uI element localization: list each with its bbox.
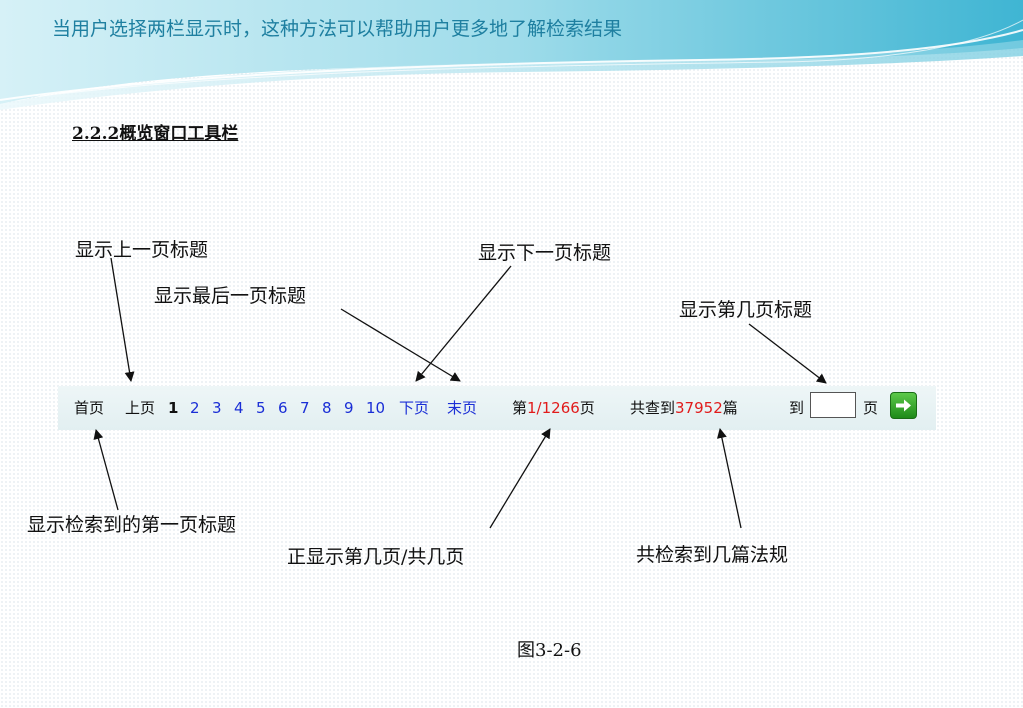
- found-suffix: 篇: [722, 399, 738, 417]
- last-page-link[interactable]: 末页: [447, 399, 478, 417]
- arrow-right-icon: [896, 399, 911, 412]
- page-current-total: 1/1266: [527, 399, 580, 417]
- goto-prefix: 到: [789, 399, 805, 417]
- next-page-link[interactable]: 下页: [399, 399, 430, 417]
- page-link-2[interactable]: 2: [190, 399, 200, 417]
- goto-suffix: 页: [863, 399, 879, 417]
- go-button[interactable]: [890, 392, 917, 419]
- goto-page-input[interactable]: [810, 392, 856, 418]
- overview-toolbar: 首页 上页 1 2 3 4 5 6 7 8 9 10 下页 末页 第1/1266…: [58, 386, 936, 430]
- page-link-4[interactable]: 4: [234, 399, 244, 417]
- page-link-3[interactable]: 3: [212, 399, 222, 417]
- callout-first-page: 显示检索到的第一页标题: [27, 514, 237, 536]
- current-page-number: 1: [168, 399, 179, 417]
- page-link-7[interactable]: 7: [300, 399, 310, 417]
- page-link-9[interactable]: 9: [344, 399, 354, 417]
- page-indicator: 第1/1266页: [512, 398, 595, 418]
- page-link-5[interactable]: 5: [256, 399, 266, 417]
- found-prefix: 共查到: [630, 399, 676, 417]
- first-page-link[interactable]: 首页: [74, 399, 105, 417]
- header-wave-decoration: [0, 0, 1023, 110]
- callout-last-page: 显示最后一页标题: [154, 285, 307, 307]
- callout-nth-page: 显示第几页标题: [679, 299, 813, 321]
- section-heading: 2.2.2概览窗口工具栏: [72, 124, 239, 144]
- page-link-6[interactable]: 6: [278, 399, 288, 417]
- page-prefix: 第: [512, 399, 528, 417]
- results-count: 共查到37952篇: [630, 398, 738, 418]
- page-header-title: 当用户选择两栏显示时，这种方法可以帮助用户更多地了解检索结果: [52, 18, 623, 40]
- callout-next-page: 显示下一页标题: [478, 242, 612, 264]
- callout-prev-page: 显示上一页标题: [75, 239, 209, 261]
- callout-total-results: 共检索到几篇法规: [636, 544, 789, 566]
- callout-current-total: 正显示第几页/共几页: [287, 546, 465, 568]
- prev-page-link[interactable]: 上页: [125, 399, 156, 417]
- page-suffix: 页: [579, 399, 595, 417]
- figure-caption: 图3-2-6: [517, 640, 582, 661]
- page-link-10[interactable]: 10: [366, 399, 386, 417]
- found-count: 37952: [675, 399, 723, 417]
- page-link-8[interactable]: 8: [322, 399, 332, 417]
